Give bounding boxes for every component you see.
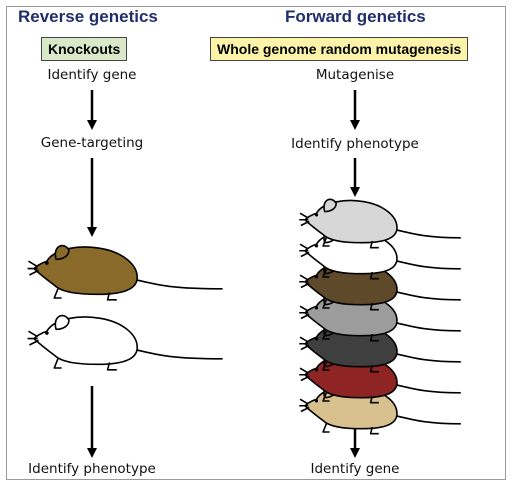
reverse-step-identify-phenotype: Identify phenotype	[28, 461, 156, 477]
brown-mouse	[27, 244, 223, 301]
forward-step-identify-phenotype: Identify phenotype	[291, 136, 419, 152]
reverse-step-identify-gene: Identify gene	[47, 67, 137, 83]
light-grey-mouse	[299, 198, 461, 249]
white-mouse	[27, 314, 223, 371]
forward-step-mutagenise: Mutagenise	[315, 67, 395, 83]
figure-frame	[6, 6, 506, 480]
reverse-step-gene-targeting: Gene-targeting	[40, 135, 144, 151]
mutagenesis-box: Whole genome random mutagenesis	[210, 37, 469, 61]
knockouts-box: Knockouts	[41, 37, 128, 61]
forward-step-identify-gene: Identify gene	[310, 461, 400, 477]
forward-genetics-heading: Forward genetics	[285, 7, 426, 26]
reverse-genetics-heading: Reverse genetics	[18, 7, 158, 26]
